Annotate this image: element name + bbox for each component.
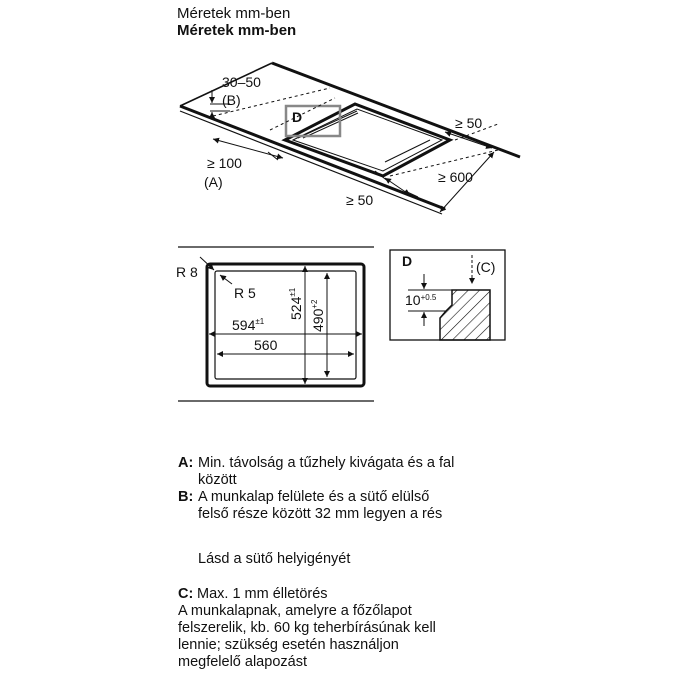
legend-text: A munkalapnak, amelyre a főzőlapot: [178, 603, 412, 619]
legend-item-a: A:Min. távolság a tűzhely kivágata és a …: [178, 455, 454, 489]
detail-ref-label: (C): [476, 259, 495, 275]
worktop-perspective-view: D 30–50 (B) ≥ 100 (A) ≥ 50: [179, 61, 521, 215]
width-outer-label: 594±1: [232, 317, 265, 333]
dim-gap: [209, 90, 230, 120]
detail-view: D (C) 10+0.5: [389, 249, 506, 341]
legend-key-c: C:: [178, 586, 194, 602]
dim-gap-ref: (B): [222, 92, 241, 108]
legend-key-a: A:: [178, 455, 194, 471]
dim-depth-label: ≥ 600: [438, 169, 473, 185]
cutout-plan-view: R 8 R 5 594±1 560 524±1 490+2: [176, 246, 374, 402]
depth-inner-label: 490+2: [310, 299, 326, 332]
dim-depth: [439, 151, 495, 213]
cutout-outline: [281, 102, 454, 178]
dim-back: [444, 131, 493, 149]
dim-front-ref: (A): [204, 174, 223, 190]
cutout-inner-outline: [214, 270, 357, 380]
header-title-bold: Méretek mm-ben: [177, 22, 297, 39]
dim-back-label: ≥ 50: [455, 115, 482, 131]
legend-text: Min. távolság a tűzhely kivágata és a fa…: [198, 455, 455, 471]
header-title: Méretek mm-ben: [177, 5, 291, 22]
legend-text: megfelelő alapozást: [178, 654, 307, 670]
detail-marker-title: D: [402, 253, 412, 269]
dim-gap-label: 30–50: [222, 74, 261, 90]
detail-marker-box: [284, 104, 342, 138]
legend-text: A munkalap felülete és a sütő elülső: [198, 489, 430, 505]
detail-dim-label: 10+0.5: [405, 292, 437, 308]
legend-text: felső része között 32 mm legyen a rés: [198, 506, 443, 522]
legend-note-text: Lásd a sütő helyigényét: [198, 551, 351, 567]
legend-text: lennie; szükség esetén használjon: [178, 637, 399, 653]
dim-front: [212, 137, 284, 161]
dim-front-label: ≥ 100: [207, 155, 242, 171]
legend-item-c: C:Max. 1 mm élletörés A munkalapnak, ame…: [178, 586, 436, 671]
width-inner-label: 560: [254, 337, 278, 353]
dim-side-label: ≥ 50: [346, 192, 373, 208]
legend-text: Max. 1 mm élletörés: [197, 586, 328, 602]
radius-inner-label: R 5: [234, 285, 256, 301]
depth-outer-label: 524±1: [288, 287, 304, 320]
legend-text: között: [198, 472, 237, 488]
worktop-section: [439, 289, 491, 341]
cutout-outer-outline: [205, 262, 366, 388]
legend-key-b: B:: [178, 489, 194, 505]
legend-item-b: B:A munkalap felülete és a sütő elülső f…: [178, 489, 442, 523]
legend-note-b: Lásd a sütő helyigényét: [178, 551, 350, 568]
dim-side: [374, 170, 419, 198]
legend-text: felszerelik, kb. 60 kg teherbírásúnak ke…: [178, 620, 436, 636]
radius-outer-label: R 8: [176, 264, 198, 280]
